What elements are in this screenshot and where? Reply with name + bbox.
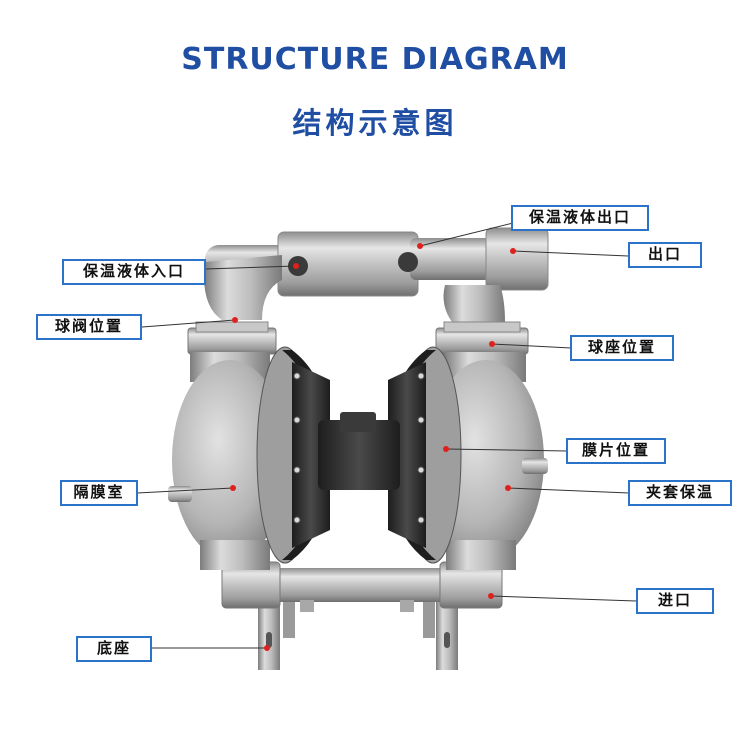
label-jacket: 夹套保温 bbox=[628, 480, 732, 506]
left-diaphragm-cover bbox=[256, 346, 332, 564]
label-diaphragm-chamber: 隔膜室 bbox=[60, 480, 138, 506]
marker-jacket bbox=[505, 485, 511, 491]
marker-ball-seat bbox=[489, 341, 495, 347]
label-inlet: 进口 bbox=[636, 588, 714, 614]
marker-diaphragm bbox=[443, 446, 449, 452]
marker-inlet bbox=[488, 593, 494, 599]
marker-inlet-insulation bbox=[293, 263, 299, 269]
label-ball-seat: 球座位置 bbox=[570, 335, 674, 361]
right-diaphragm-cover bbox=[386, 346, 462, 564]
base-feet bbox=[258, 598, 458, 670]
label-base: 底座 bbox=[76, 636, 152, 662]
title-chinese: 结构示意图 bbox=[292, 106, 458, 140]
marker-chamber bbox=[230, 485, 236, 491]
marker-outlet-insulation bbox=[417, 243, 423, 249]
label-diaphragm: 膜片位置 bbox=[566, 438, 666, 464]
title-english: STRUCTURE DIAGRAM bbox=[181, 42, 569, 77]
label-ball-valve: 球阀位置 bbox=[36, 314, 142, 340]
marker-dots bbox=[230, 243, 516, 651]
label-outlet-insulation: 保温液体出口 bbox=[511, 205, 649, 231]
center-block bbox=[318, 412, 400, 490]
marker-ball-valve bbox=[232, 317, 238, 323]
marker-outlet bbox=[510, 248, 516, 254]
bolts bbox=[293, 372, 425, 524]
valve-flanges bbox=[187, 321, 529, 355]
bottom-manifold bbox=[221, 561, 503, 612]
label-outlet: 出口 bbox=[628, 242, 702, 268]
leader-lines bbox=[136, 222, 638, 649]
top-manifold bbox=[204, 227, 549, 322]
label-inlet-insulation: 保温液体入口 bbox=[62, 259, 206, 285]
marker-base bbox=[264, 645, 270, 651]
